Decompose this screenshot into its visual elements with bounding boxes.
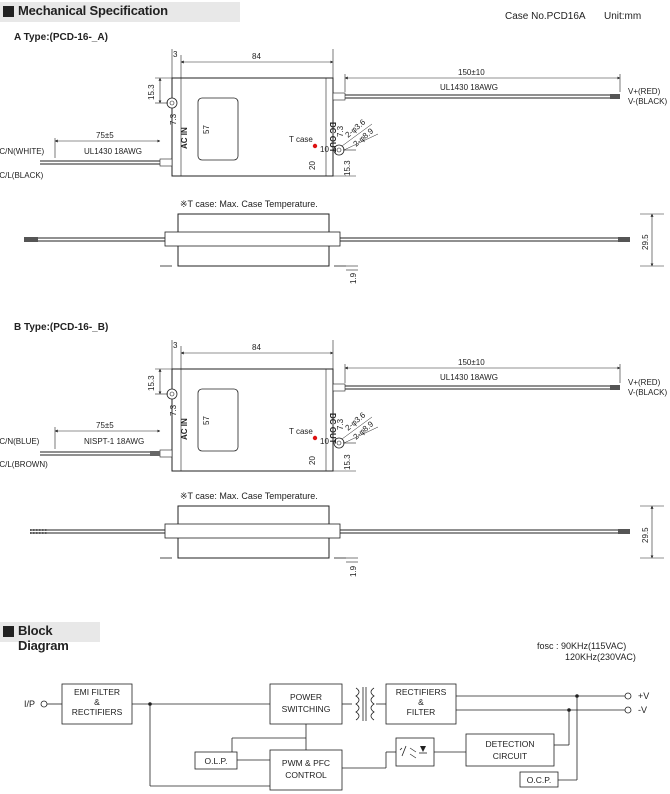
ac-n-label-b: AC/N(BLUE) <box>0 437 40 446</box>
type-b-drawing: B Type:(PCD-16-_B) 84 3 15.3 7.3 57 AC I… <box>0 322 667 577</box>
foot-a: 1.9 <box>349 272 358 284</box>
pwm-pfc-block <box>269 749 343 791</box>
block-diagram: fosc : 90KHz(115VAC) 120KHz(230VAC) I/P … <box>24 641 649 791</box>
vplus-label: +V <box>638 691 649 701</box>
in-length-b: 75±5 <box>96 421 114 430</box>
dc-out-label-a: DC OUT <box>328 122 337 153</box>
case-number: Case No.PCD16A <box>505 11 586 22</box>
rec-text-1: RECTIFIERS <box>396 687 447 697</box>
out-length-a: 150±10 <box>458 68 485 77</box>
rec-text-3: FILTER <box>407 707 436 717</box>
olp-text: O.L.P. <box>205 756 228 766</box>
tcase-note-a: ※T case: Max. Case Temperature. <box>180 199 318 209</box>
tcase-point-a <box>312 143 318 149</box>
dim-7-3b-b: 7.3 <box>336 418 345 430</box>
dim-15-3-a: 15.3 <box>147 84 156 100</box>
dim-20-b: 20 <box>308 456 317 465</box>
emi-filter-block <box>61 683 133 725</box>
tcase-label-b: T case <box>289 427 313 436</box>
dim-7-3-b: 7.3 <box>169 404 178 416</box>
pwm-text-1: PWM & PFC <box>282 758 330 768</box>
pow-text-2: SWITCHING <box>282 704 331 714</box>
dim-57-a: 57 <box>202 125 211 134</box>
olp-block <box>194 751 238 770</box>
tcase-point-b <box>312 435 318 441</box>
detection-circuit-block <box>465 733 555 767</box>
det-text-1: DETECTION <box>485 739 534 749</box>
type-b-title: B Type:(PCD-16-_B) <box>14 322 108 333</box>
header-square-icon <box>3 6 14 17</box>
dim-15-3-b: 15.3 <box>147 375 156 391</box>
fosc-115: fosc : 90KHz(115VAC) <box>537 641 626 651</box>
dim-3-a: 3 <box>173 50 178 59</box>
photo-coupler <box>395 737 435 767</box>
ac-n-label-a: AC/N(WHITE) <box>0 147 45 156</box>
vminus-label: -V <box>638 705 647 715</box>
ocp-text: O.C.P. <box>527 775 551 785</box>
v-plus-b: V+(RED) <box>628 378 661 387</box>
block-diagram-title: Block Diagram <box>18 623 69 653</box>
out-length-b: 150±10 <box>458 358 485 367</box>
v-minus-b: V-(BLACK) <box>628 388 667 397</box>
type-a-drawing: A Type:(PCD-16-_A) 84 3 15.3 7.3 <box>0 32 667 284</box>
dim-7-3b-a: 7.3 <box>336 125 345 137</box>
dim-3-b: 3 <box>173 341 178 350</box>
dim-10-b: 10 <box>320 437 329 446</box>
ac-l-label-b: AC/L(BROWN) <box>0 460 48 469</box>
height-a: 29.5 <box>641 234 650 250</box>
in-cable-b: NISPT-1 18AWG <box>84 437 144 446</box>
power-switching-block <box>269 683 343 725</box>
mechanical-spec-header: Mechanical Specification <box>0 2 240 22</box>
emi-text-3: RECTIFIERS <box>72 707 123 717</box>
dc-out-label-b: DC OUT <box>328 413 337 444</box>
ip-label: I/P <box>24 699 35 709</box>
tcase-note-b: ※T case: Max. Case Temperature. <box>180 491 318 501</box>
unit-label: Unit:mm <box>604 11 641 22</box>
type-a-title: A Type:(PCD-16-_A) <box>14 32 108 43</box>
dim-84-b: 84 <box>252 343 261 352</box>
dim-84-a: 84 <box>252 52 261 61</box>
in-cable-a: UL1430 18AWG <box>84 147 142 156</box>
dim-57-b: 57 <box>202 416 211 425</box>
dim-15-3b-b: 15.3 <box>343 454 352 470</box>
in-length-a: 75±5 <box>96 131 114 140</box>
ac-l-label-a: AC/L(BLACK) <box>0 171 44 180</box>
det-text-2: CIRCUIT <box>493 751 527 761</box>
foot-b: 1.9 <box>349 565 358 577</box>
out-cable-b: UL1430 18AWG <box>440 373 498 382</box>
v-plus-a: V+(RED) <box>628 87 661 96</box>
fosc-230: 120KHz(230VAC) <box>565 652 636 662</box>
tcase-label-a: T case <box>289 135 313 144</box>
header-square-icon <box>3 626 14 637</box>
dim-10-a: 10 <box>320 145 329 154</box>
block-diagram-header: Block Diagram <box>0 622 100 653</box>
ocp-block <box>519 771 559 788</box>
dim-20-a: 20 <box>308 161 317 170</box>
v-minus-a: V-(BLACK) <box>628 97 667 106</box>
mechanical-spec-title: Mechanical Specification <box>18 3 168 18</box>
emi-text-1: EMI FILTER <box>74 687 120 697</box>
dim-15-3b-a: 15.3 <box>343 160 352 176</box>
ac-in-label-a: AC IN <box>180 127 189 149</box>
pow-text-1: POWER <box>290 692 322 702</box>
height-b: 29.5 <box>641 527 650 543</box>
pwm-text-2: CONTROL <box>285 770 327 780</box>
dim-7-3-a: 7.3 <box>169 113 178 125</box>
emi-text-2: & <box>94 697 100 707</box>
rec-text-2: & <box>418 697 424 707</box>
ac-in-label-b: AC IN <box>180 418 189 440</box>
out-cable-a: UL1430 18AWG <box>440 83 498 92</box>
rectifiers-filter-block <box>385 683 457 725</box>
